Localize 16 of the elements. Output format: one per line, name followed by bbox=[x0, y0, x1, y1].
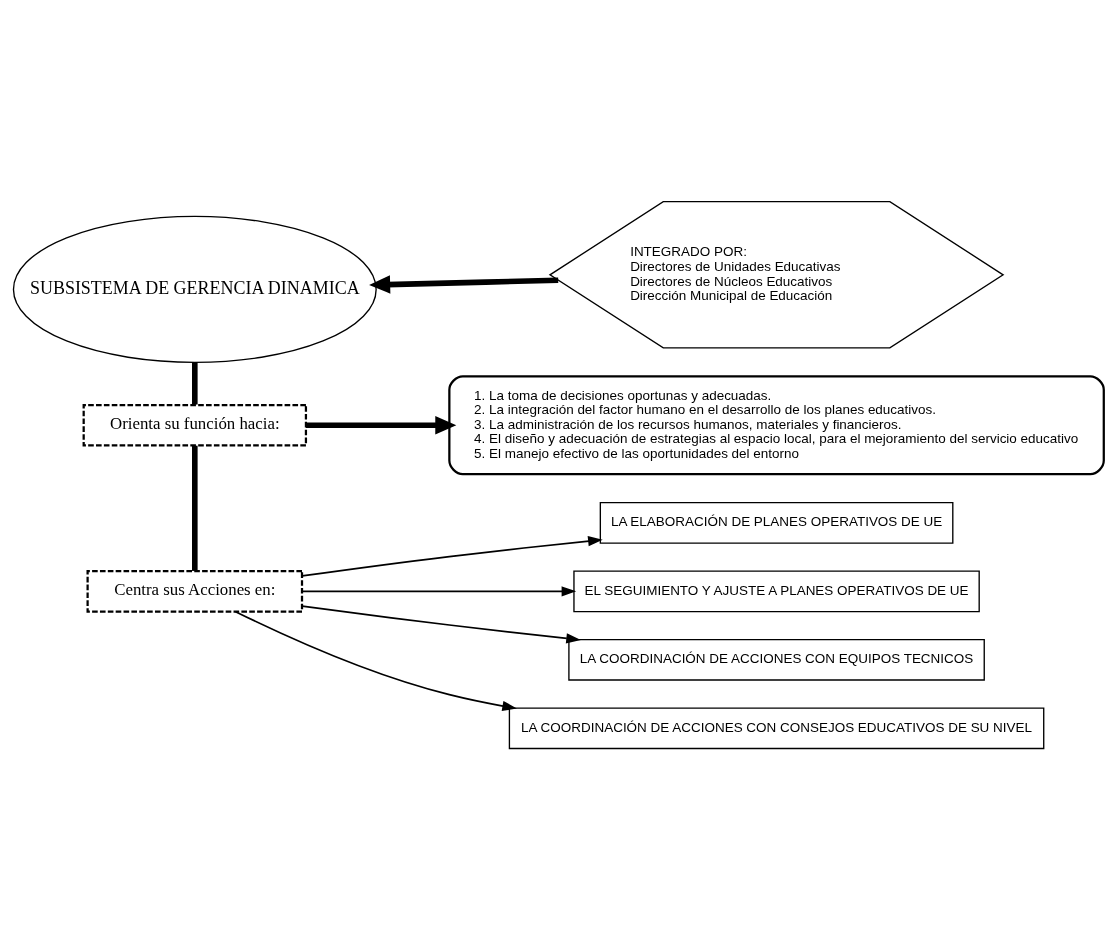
node-box: Orienta su función hacia: bbox=[82, 403, 308, 447]
arrow bbox=[234, 610, 517, 711]
node-box: EL SEGUIMIENTO Y AJUSTE A PLANES OPERATIVOS DE UE bbox=[573, 569, 980, 612]
connector bbox=[192, 445, 198, 571]
arrow bbox=[301, 585, 577, 596]
node-box: Centra sus Acciones en: bbox=[86, 569, 304, 613]
node-box: 1. La toma de decisiones oportunas y adecuadas. 2. La integración del factor humano en el desarrollo de los planes educativos. 3. La administración de los recursos humanos, materiales y financieros. 4. El diseño y adecuación de estrategias al espacio local, para el mejoramiento del servicio educativo 5. El manejo efectivo de las oportunidades del entorno bbox=[448, 374, 1105, 475]
arrow bbox=[301, 604, 581, 643]
node-box: LA ELABORACIÓN DE PLANES OPERATIVOS DE UE bbox=[599, 501, 954, 544]
node-box: LA COORDINACIÓN DE ACCIONES CON EQUIPOS TECNICOS bbox=[568, 638, 985, 681]
arrow bbox=[305, 415, 457, 434]
node-ellipse: SUBSISTEMA DE GERENCIA DINAMICA bbox=[12, 215, 377, 363]
node-box: LA COORDINACIÓN DE ACCIONES CON CONSEJOS EDUCATIVOS DE SU NIVEL bbox=[508, 706, 1045, 749]
arrow bbox=[369, 274, 559, 294]
arrow bbox=[301, 535, 603, 577]
connector bbox=[192, 362, 198, 405]
